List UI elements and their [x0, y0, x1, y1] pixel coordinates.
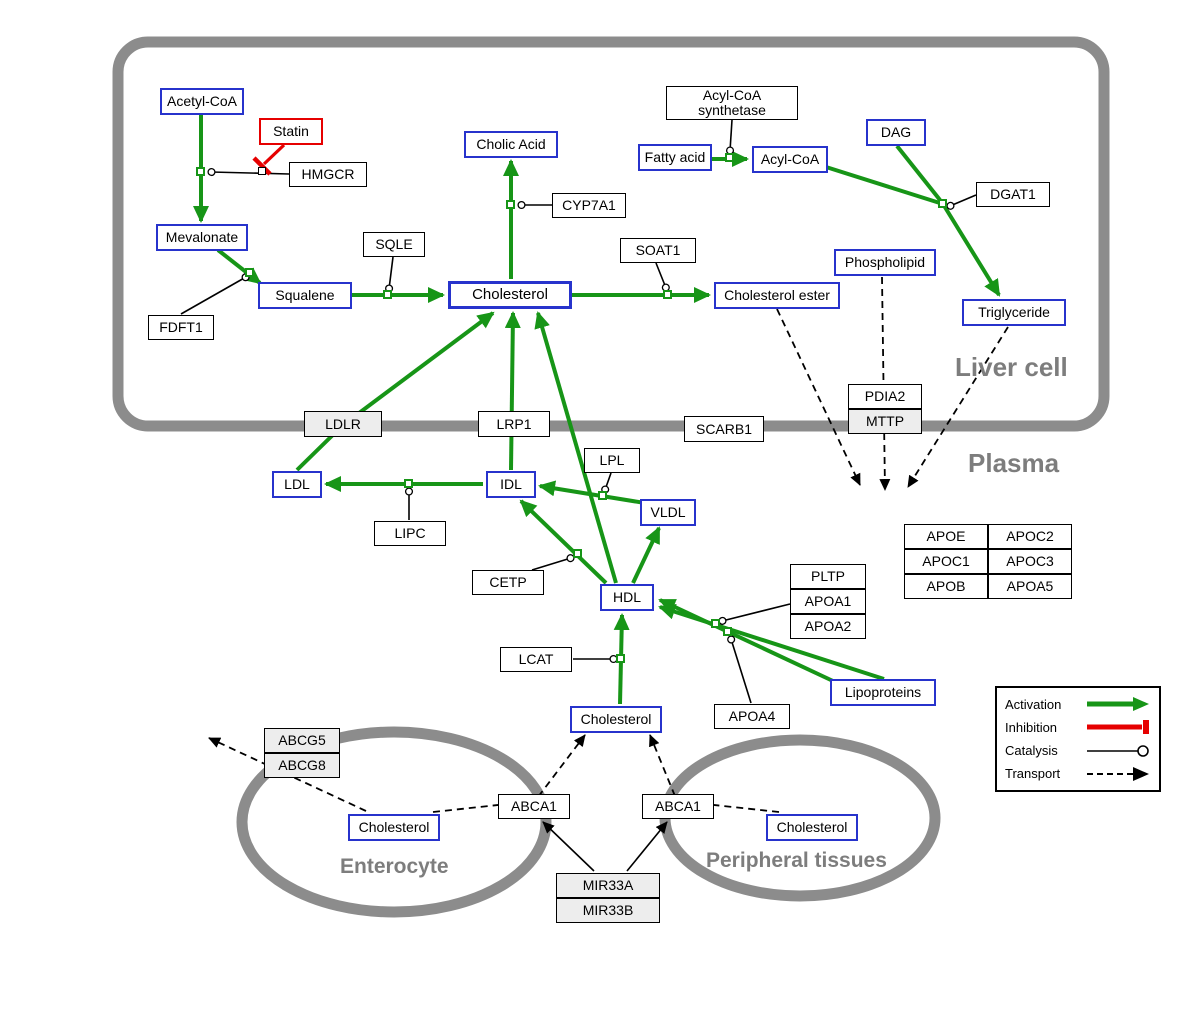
legend-inhibition-label: Inhibition	[1005, 719, 1058, 735]
reaction-node-anchor	[573, 549, 582, 558]
node-abca1-enterocyte[interactable]: ABCA1	[498, 794, 570, 819]
node-scarb1[interactable]: SCARB1	[684, 416, 764, 442]
liver-cell-label: Liver cell	[955, 352, 1068, 382]
node-acyl-coa[interactable]: Acyl-CoA	[752, 146, 828, 173]
node-phospholipid[interactable]: Phospholipid	[834, 249, 936, 276]
reaction-node-anchor	[245, 268, 254, 277]
node-apoa5[interactable]: APOA5	[988, 574, 1072, 599]
node-ldlr[interactable]: LDLR	[304, 411, 382, 437]
node-idl[interactable]: IDL	[486, 471, 536, 498]
node-abcg8[interactable]: ABCG8	[264, 753, 340, 778]
node-apoc1[interactable]: APOC1	[904, 549, 988, 574]
reaction-node-anchor	[723, 627, 732, 636]
catalysis-circle-icon	[1087, 744, 1149, 757]
transport-dashed-arrow-icon	[1087, 766, 1149, 781]
reaction-node-anchor	[663, 290, 672, 299]
node-lpl[interactable]: LPL	[584, 448, 640, 473]
activation-arrow-icon	[1087, 697, 1149, 711]
node-apoa2[interactable]: APOA2	[790, 614, 866, 639]
reaction-node-anchor	[506, 200, 515, 209]
reaction-node-anchor	[196, 167, 205, 176]
inhibition-tbar-icon	[1087, 720, 1149, 735]
node-triglyceride[interactable]: Triglyceride	[962, 299, 1066, 326]
legend-row-transport: Transport	[1005, 764, 1151, 784]
node-hdl[interactable]: HDL	[600, 584, 654, 611]
node-fatty-acid[interactable]: Fatty acid	[638, 144, 712, 171]
legend: Activation Inhibition Catalysis Transpor…	[995, 686, 1161, 792]
node-apoc2[interactable]: APOC2	[988, 524, 1072, 549]
node-cetp[interactable]: CETP	[472, 570, 544, 595]
liver-cell-membrane	[112, 36, 1110, 432]
node-lipc[interactable]: LIPC	[374, 521, 446, 546]
reaction-node-anchor	[616, 654, 625, 663]
inhibition-edge	[252, 143, 286, 176]
node-mir33b[interactable]: MIR33B	[556, 898, 660, 923]
node-acetyl-coa[interactable]: Acetyl-CoA	[160, 88, 244, 115]
node-hmgcr[interactable]: HMGCR	[289, 162, 367, 187]
plasma-label: Plasma	[968, 448, 1060, 478]
node-abca1-peripheral[interactable]: ABCA1	[642, 794, 714, 819]
node-mttp[interactable]: MTTP	[848, 409, 922, 434]
enterocyte-label: Enterocyte	[340, 855, 449, 878]
node-pltp[interactable]: PLTP	[790, 564, 866, 589]
node-apob[interactable]: APOB	[904, 574, 988, 599]
reaction-node-anchor	[404, 479, 413, 488]
inhibition-target-anchor	[258, 167, 266, 175]
node-apoe[interactable]: APOE	[904, 524, 988, 549]
node-dgat1[interactable]: DGAT1	[976, 182, 1050, 207]
legend-row-catalysis: Catalysis	[1005, 741, 1151, 761]
node-statin[interactable]: Statin	[259, 118, 323, 145]
node-dag[interactable]: DAG	[866, 119, 926, 146]
reaction-node-anchor	[711, 619, 720, 628]
node-lcat[interactable]: LCAT	[500, 647, 572, 672]
reaction-node-anchor	[938, 199, 947, 208]
peripheral-tissues-label: Peripheral tissues	[706, 849, 887, 872]
legend-catalysis-label: Catalysis	[1005, 743, 1058, 759]
reaction-node-anchor	[383, 290, 392, 299]
node-lrp1[interactable]: LRP1	[478, 411, 550, 437]
node-cyp7a1[interactable]: CYP7A1	[552, 193, 626, 218]
node-squalene[interactable]: Squalene	[258, 282, 352, 309]
catalysis-edges	[180, 119, 977, 704]
node-mevalonate[interactable]: Mevalonate	[156, 224, 248, 251]
node-cholesterol-peripheral[interactable]: Cholesterol	[766, 814, 858, 841]
reaction-node-anchor	[598, 491, 607, 500]
legend-row-inhibition: Inhibition	[1005, 717, 1151, 737]
node-apoc3[interactable]: APOC3	[988, 549, 1072, 574]
node-vldl[interactable]: VLDL	[640, 499, 696, 526]
node-apoa4[interactable]: APOA4	[714, 704, 790, 729]
legend-activation-label: Activation	[1005, 696, 1062, 712]
regulation-edges	[542, 821, 668, 872]
node-lipoproteins[interactable]: Lipoproteins	[830, 679, 936, 706]
node-cholesterol-liver[interactable]: Cholesterol	[448, 281, 572, 309]
node-pdia2[interactable]: PDIA2	[848, 384, 922, 409]
node-cholesterol-plasma[interactable]: Cholesterol	[570, 706, 662, 733]
legend-row-activation: Activation	[1005, 694, 1151, 714]
node-mir33a[interactable]: MIR33A	[556, 873, 660, 898]
legend-transport-label: Transport	[1005, 766, 1061, 782]
reaction-node-anchor	[725, 153, 734, 162]
node-apoa1[interactable]: APOA1	[790, 589, 866, 614]
node-fdft1[interactable]: FDFT1	[148, 315, 214, 340]
node-sqle[interactable]: SQLE	[363, 232, 425, 257]
node-soat1[interactable]: SOAT1	[620, 238, 696, 263]
node-abcg5[interactable]: ABCG5	[264, 728, 340, 753]
node-cholesterol-ester[interactable]: Cholesterol ester	[714, 282, 840, 309]
node-acyl-coa-synthetase[interactable]: Acyl-CoA synthetase	[666, 86, 798, 120]
node-ldl[interactable]: LDL	[272, 471, 322, 498]
node-cholesterol-enterocyte[interactable]: Cholesterol	[348, 814, 440, 841]
node-cholic-acid[interactable]: Cholic Acid	[464, 131, 558, 158]
